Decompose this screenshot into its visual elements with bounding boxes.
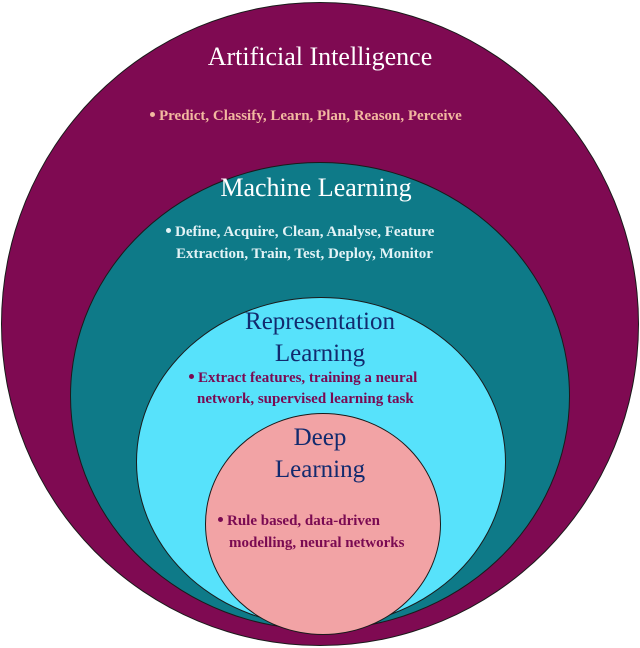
bullet-dot-icon [189, 374, 194, 380]
representation-learning-title-line1: Representation [245, 308, 395, 335]
deep-learning-title-line2: Learning [274, 456, 366, 483]
representation-learning-bullet-line1: Extract features, training a neural [189, 367, 417, 389]
bullet-dot-icon [166, 228, 171, 234]
machine-learning-title: Machine Learning [220, 173, 412, 202]
artificial-intelligence-title: Artificial Intelligence [207, 42, 433, 71]
machine-learning-bullet-line2: Extraction, Train, Test, Deploy, Monitor [176, 246, 433, 262]
artificial-intelligence-bullet-text: Predict, Classify, Learn, Plan, Reason, … [159, 108, 462, 124]
deep-learning-bullet-line2: modelling, neural networks [229, 535, 405, 551]
artificial-intelligence-bullet: Predict, Classify, Learn, Plan, Reason, … [150, 105, 462, 127]
bullet-dot-icon [218, 517, 223, 523]
machine-learning-bullet-text-1: Define, Acquire, Clean, Analyse, Feature [175, 224, 435, 240]
deep-learning-title-line1: Deep [293, 424, 347, 451]
representation-learning-bullet-text-1: Extract features, training a neural [198, 370, 418, 386]
deep-learning-bullet-text-1: Rule based, data-driven [227, 513, 380, 529]
machine-learning-bullet-line1: Define, Acquire, Clean, Analyse, Feature [166, 221, 434, 243]
deep-learning-bullet-line1: Rule based, data-driven [218, 510, 380, 532]
representation-learning-title-line2: Learning [274, 340, 366, 367]
bullet-dot-icon [150, 112, 155, 118]
deep-learning-circle [205, 413, 441, 635]
representation-learning-bullet-line2: network, supervised learning task [197, 391, 414, 407]
